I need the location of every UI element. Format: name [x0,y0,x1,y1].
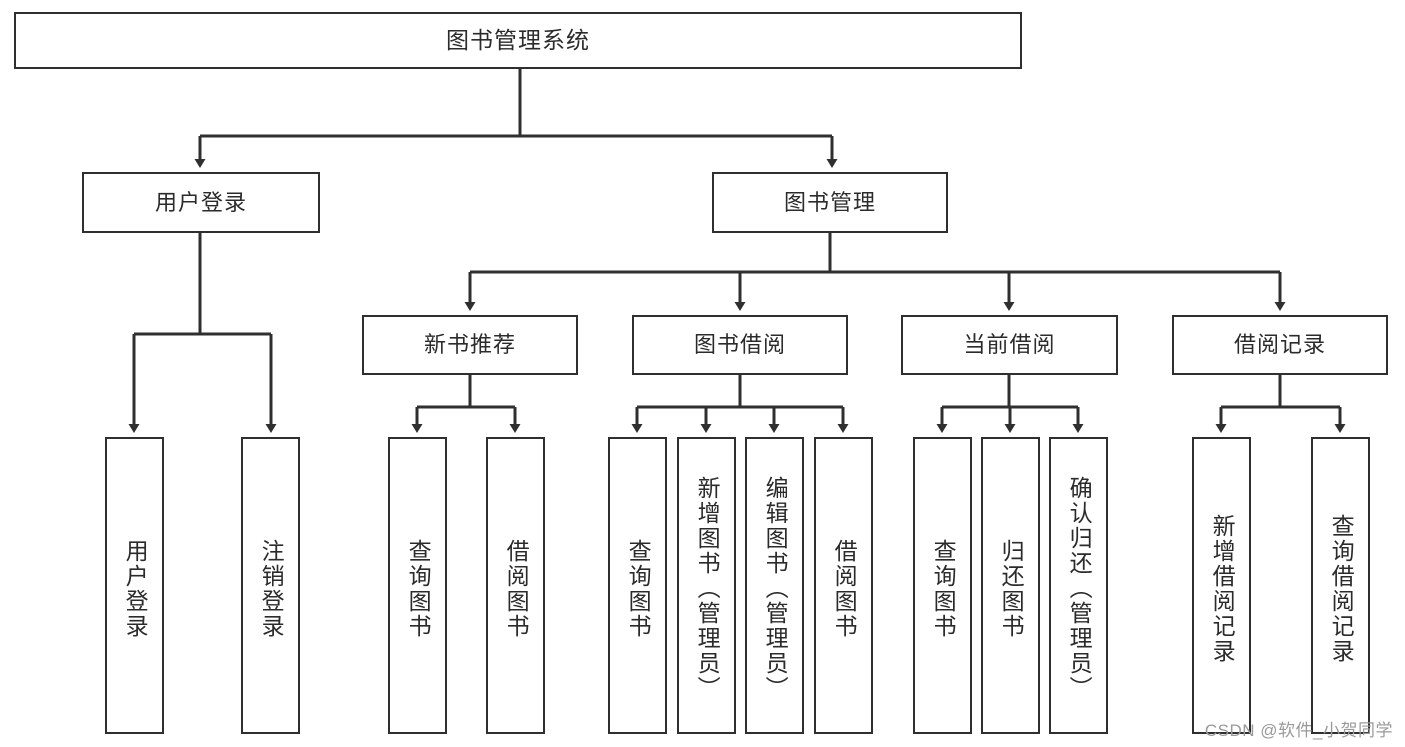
node-current-borrow-label: 当前借阅 [963,332,1056,358]
node-book-manage[interactable]: 图书管理 [712,172,948,233]
leaf-user-logout-label: 注销登录 [258,538,285,639]
node-book-borrow-label: 图书借阅 [693,332,786,358]
node-root[interactable]: 图书管理系统 [14,12,1022,69]
node-current-borrow[interactable]: 当前借阅 [901,315,1118,375]
leaf-user-login-label: 用户登录 [122,538,149,639]
leaf-query-book-1-label: 查询图书 [405,538,432,639]
leaf-query-book-3[interactable]: 查询图书 [913,437,972,734]
leaf-query-book-3-label: 查询图书 [930,538,957,639]
leaf-edit-book-label: 编辑图书（管理员） [762,476,789,701]
leaf-query-book-2-label: 查询图书 [625,538,652,639]
leaf-add-book-label: 新增图书（管理员） [694,476,721,701]
node-borrow-record[interactable]: 借阅记录 [1172,315,1388,375]
leaf-edit-book[interactable]: 编辑图书（管理员） [745,437,804,734]
leaf-user-logout[interactable]: 注销登录 [241,437,300,734]
leaf-query-book-1[interactable]: 查询图书 [388,437,447,734]
leaf-query-book-2[interactable]: 查询图书 [608,437,667,734]
node-root-label: 图书管理系统 [446,27,590,54]
node-user-login-label: 用户登录 [154,189,247,215]
leaf-borrow-book-1[interactable]: 借阅图书 [486,437,545,734]
node-new-book-rec-label: 新书推荐 [423,332,516,358]
leaf-borrow-book-2-label: 借阅图书 [831,538,858,639]
leaf-borrow-book-2[interactable]: 借阅图书 [814,437,873,734]
node-borrow-record-label: 借阅记录 [1233,332,1326,358]
node-user-login[interactable]: 用户登录 [82,172,320,233]
node-book-manage-label: 图书管理 [783,189,876,215]
node-new-book-rec[interactable]: 新书推荐 [362,315,578,375]
leaf-add-record-label: 新增借阅记录 [1209,513,1236,664]
watermark-text: CSDN @软件_小贺同学 [1204,721,1393,740]
leaf-borrow-book-1-label: 借阅图书 [503,538,530,639]
leaf-confirm-return[interactable]: 确认归还（管理员） [1049,437,1108,734]
node-book-borrow[interactable]: 图书借阅 [632,315,848,375]
leaf-add-book[interactable]: 新增图书（管理员） [677,437,736,734]
leaf-add-record[interactable]: 新增借阅记录 [1192,437,1251,734]
leaf-query-record-label: 查询借阅记录 [1328,513,1355,664]
leaf-query-record[interactable]: 查询借阅记录 [1311,437,1370,734]
leaf-return-book[interactable]: 归还图书 [981,437,1040,734]
leaf-confirm-return-label: 确认归还（管理员） [1066,476,1093,701]
leaf-return-book-label: 归还图书 [998,538,1025,639]
leaf-user-login[interactable]: 用户登录 [105,437,164,734]
